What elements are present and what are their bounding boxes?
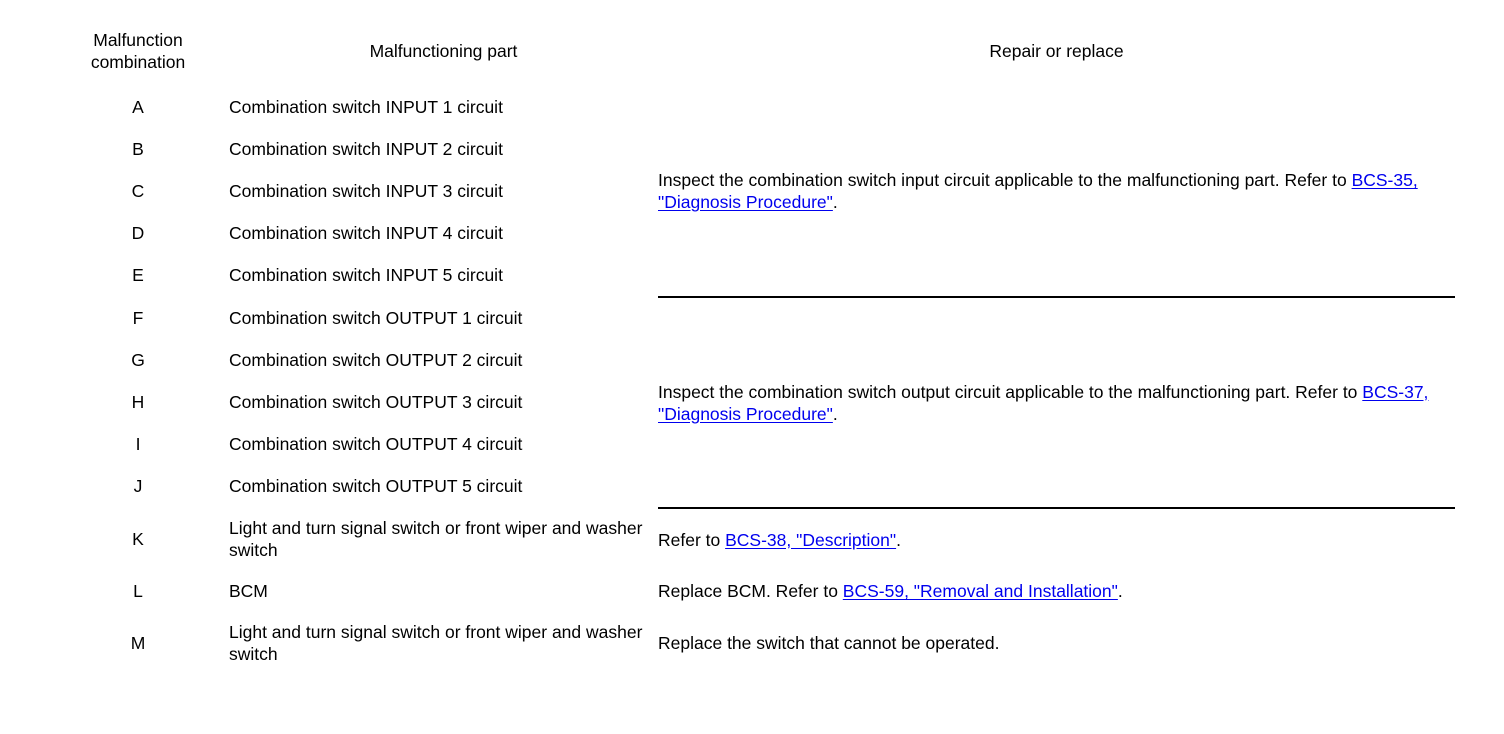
repair-output-text-before: Inspect the combination switch output ci… (658, 381, 1363, 402)
header-malfunction-combination: Malfunction combination (47, 17, 229, 86)
table-row: D Combination switch INPUT 4 circuit (47, 212, 1455, 254)
repair-m-text: Replace the switch that cannot be operat… (658, 633, 1000, 654)
row-letter-k: K (132, 529, 144, 550)
malfunction-diagnosis-table: Malfunction combination Malfunctioning p… (47, 17, 1455, 674)
repair-cell-l: Replace BCM. Refer to BCS-59, "Removal a… (658, 570, 1455, 612)
row-part-l: BCM (229, 581, 268, 602)
row-letter-b: B (132, 139, 144, 160)
row-part-e: Combination switch INPUT 5 circuit (229, 265, 503, 286)
link-bcs-38-description[interactable]: BCS-38, "Description" (725, 529, 897, 550)
header-repair-or-replace: Repair or replace (658, 17, 1455, 86)
header-repair-or-replace-text: Repair or replace (989, 41, 1124, 62)
table-row: L BCM Replace BCM. Refer to BCS-59, "Rem… (47, 570, 1455, 612)
row-letter-c: C (131, 181, 145, 202)
row-part-f: Combination switch OUTPUT 1 circuit (229, 308, 523, 329)
table-body: A Combination switch INPUT 1 circuit Ins… (47, 86, 1455, 674)
header-malfunction-combination-text: Malfunction combination (47, 17, 229, 86)
table-row: J Combination switch OUTPUT 5 circuit (47, 465, 1455, 507)
header-col1-line1: Malfunction (93, 30, 183, 50)
table-row: I Combination switch OUTPUT 4 circuit (47, 423, 1455, 465)
repair-output-text-after: . (832, 403, 838, 424)
header-malfunctioning-part-text: Malfunctioning part (369, 41, 518, 62)
repair-input-text-after: . (832, 192, 838, 213)
table-row: G Combination switch OUTPUT 2 circuit (47, 339, 1455, 381)
table-row: E Combination switch INPUT 5 circuit (47, 254, 1455, 296)
table-row: A Combination switch INPUT 1 circuit Ins… (47, 86, 1455, 212)
row-part-a: Combination switch INPUT 1 circuit (229, 97, 503, 118)
row-letter-m: M (130, 633, 146, 654)
repair-k-text-after: . (896, 529, 901, 550)
row-part-m: Light and turn signal switch or front wi… (229, 622, 643, 665)
row-letter-d: D (131, 223, 145, 244)
row-letter-e: E (132, 265, 144, 286)
table-row: M Light and turn signal switch or front … (47, 612, 1455, 674)
repair-l-text-after: . (1117, 581, 1123, 602)
row-part-i: Combination switch OUTPUT 4 circuit (229, 434, 523, 455)
header-col1-line2: combination (90, 52, 186, 73)
table-row: H Combination switch OUTPUT 3 circuit (47, 381, 1455, 423)
table-row: B Combination switch INPUT 2 circuit (47, 128, 1455, 170)
repair-input-text-before: Inspect the combination switch input cir… (658, 170, 1352, 191)
repair-l-text-before: Replace BCM. Refer to (658, 581, 843, 602)
row-letter-l: L (133, 581, 143, 602)
link-bcs-37-diagnosis-procedure[interactable]: BCS-37, "Diagnosis Procedure" (658, 381, 1429, 424)
row-letter-f: F (132, 308, 144, 329)
row-part-h: Combination switch OUTPUT 3 circuit (229, 392, 523, 413)
table-row: F Combination switch OUTPUT 1 circuit In… (47, 297, 1455, 424)
row-part-g: Combination switch OUTPUT 2 circuit (229, 350, 523, 371)
link-bcs-35-diagnosis-procedure[interactable]: BCS-35, "Diagnosis Procedure" (658, 170, 1418, 213)
table-row: C Combination switch INPUT 3 circuit (47, 170, 1455, 212)
row-part-j: Combination switch OUTPUT 5 circuit (229, 476, 523, 497)
repair-cell-output-group: Inspect the combination switch output ci… (658, 297, 1455, 507)
row-letter-j: J (133, 476, 143, 497)
row-letter-g: G (131, 350, 145, 371)
repair-cell-m: Replace the switch that cannot be operat… (658, 612, 1455, 674)
repair-cell-k: Refer to BCS-38, "Description". (658, 508, 1455, 570)
repair-k-text-before: Refer to (658, 529, 726, 550)
row-letter-i: I (135, 434, 141, 455)
row-letter-h: H (131, 392, 145, 413)
header-malfunctioning-part: Malfunctioning part (229, 17, 658, 86)
row-part-b: Combination switch INPUT 2 circuit (229, 139, 503, 160)
table-row: K Light and turn signal switch or front … (47, 508, 1455, 570)
row-part-c: Combination switch INPUT 3 circuit (229, 181, 503, 202)
repair-cell-input-group: Inspect the combination switch input cir… (658, 86, 1455, 296)
link-bcs-59-removal-and-installation[interactable]: BCS-59, "Removal and Installation" (842, 581, 1118, 602)
table-header: Malfunction combination Malfunctioning p… (47, 17, 1455, 86)
row-part-d: Combination switch INPUT 4 circuit (229, 223, 503, 244)
row-part-k: Light and turn signal switch or front wi… (229, 518, 643, 561)
row-letter-a: A (132, 97, 144, 118)
header-row: Malfunction combination Malfunctioning p… (47, 17, 1455, 86)
